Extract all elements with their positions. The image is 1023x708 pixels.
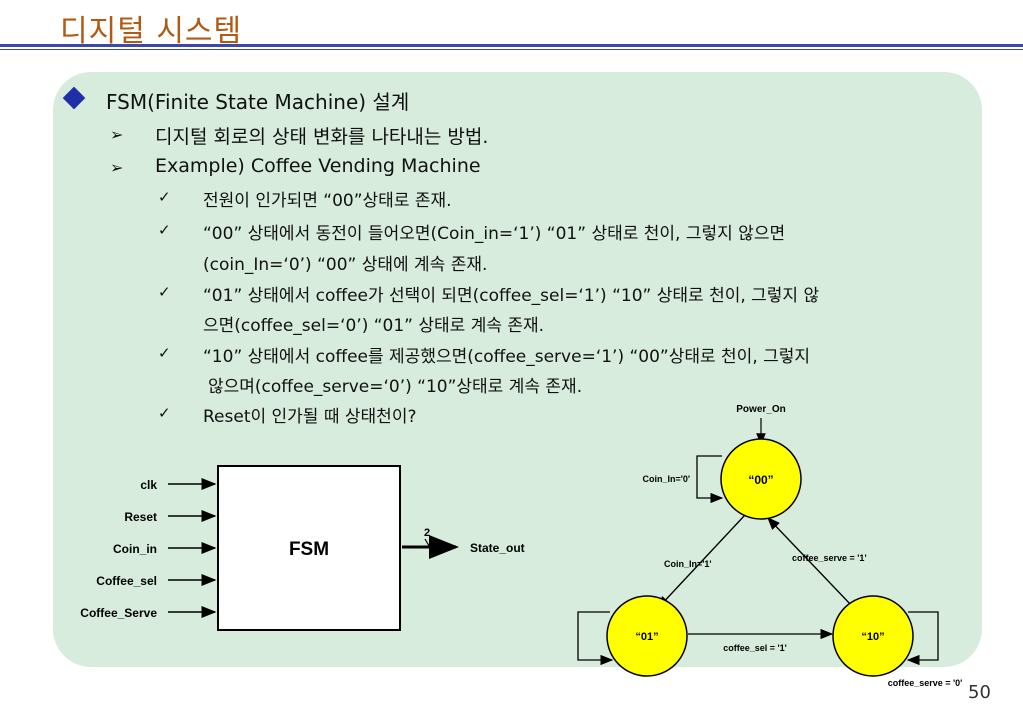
check-icon: ✓ <box>158 221 171 239</box>
list-item: Reset이 인가될 때 상태천이? <box>203 407 417 427</box>
state-01 <box>606 595 688 677</box>
edge-00-to-01 <box>657 514 746 609</box>
check-icon: ✓ <box>158 188 171 206</box>
check-icon: ✓ <box>158 344 171 362</box>
list-item-cont: 않으며(coffee_serve=‘0’) “10”상태로 계속 존재. <box>208 377 583 397</box>
self-loop-00 <box>696 455 724 504</box>
output-label: State_out <box>470 541 525 555</box>
title-rule-thin <box>0 49 1023 50</box>
heading: FSM(Finite State Machine) 설계 <box>106 90 410 114</box>
check-icon: ✓ <box>158 404 171 422</box>
list-item: “01” 상태에서 coffee가 선택이 되면(coffee_sel=‘1’)… <box>203 286 820 306</box>
content-panel <box>53 72 982 667</box>
fsm-block <box>217 465 401 631</box>
sub-item-1: 디지털 회로의 상태 변화를 나타내는 방법. <box>155 126 489 148</box>
bus-width: 2 <box>424 527 430 539</box>
arrow-bullet-icon: ➢ <box>110 158 124 177</box>
input-label-coin-in: Coin_in <box>113 542 157 556</box>
state-10 <box>832 595 914 677</box>
list-item: “10” 상태에서 coffee를 제공했으면(coffee_serve=‘1’… <box>203 347 811 367</box>
input-label-coffee-sel: Coffee_sel <box>96 574 157 588</box>
self-loop-10-label: coffee_serve = '0' <box>888 678 963 688</box>
state-10-label: “10” <box>861 631 884 643</box>
edge-01-10-label: coffee_sel = '1' <box>723 643 787 653</box>
input-label-clk: clk <box>140 478 157 492</box>
list-item: “00” 상태에서 동전이 들어오면(Coin_in=‘1’) “01” 상태로… <box>203 224 786 244</box>
bus-slash <box>424 538 436 557</box>
list-item: 전원이 인가되면 “00”상태로 존재. <box>203 191 452 211</box>
arrow-bullet-icon: ➢ <box>110 125 124 144</box>
sub-item-2: Example) Coffee Vending Machine <box>155 155 481 177</box>
self-loop-01 <box>577 611 614 666</box>
input-label-reset: Reset <box>124 510 157 524</box>
input-label-coffee-serve: Coffee_Serve <box>80 606 157 620</box>
title-rule <box>0 44 1023 47</box>
state-01-label: “01” <box>635 631 658 643</box>
power-on-label: Power_On <box>736 404 785 415</box>
fsm-label: FSM <box>289 539 329 560</box>
slide-title: 디지털 시스템 <box>60 14 243 49</box>
edge-10-00-label: coffee_serve = '1' <box>792 553 867 563</box>
check-icon: ✓ <box>158 283 171 301</box>
self-loop-10 <box>906 611 939 666</box>
edge-10-to-00 <box>767 517 853 607</box>
list-item-cont: (coin_In=‘0’) “00” 상태에 계속 존재. <box>203 255 488 275</box>
edge-00-01-label: Coin_In='1' <box>664 559 712 569</box>
self-loop-00-label: Coin_In='0' <box>642 474 690 484</box>
state-00 <box>720 438 802 520</box>
list-item-cont: 으면(coffee_sel=‘0’) “01” 상태로 계속 존재. <box>203 316 545 336</box>
state-00-label: “00” <box>748 473 773 487</box>
page-number: 50 <box>968 682 991 703</box>
